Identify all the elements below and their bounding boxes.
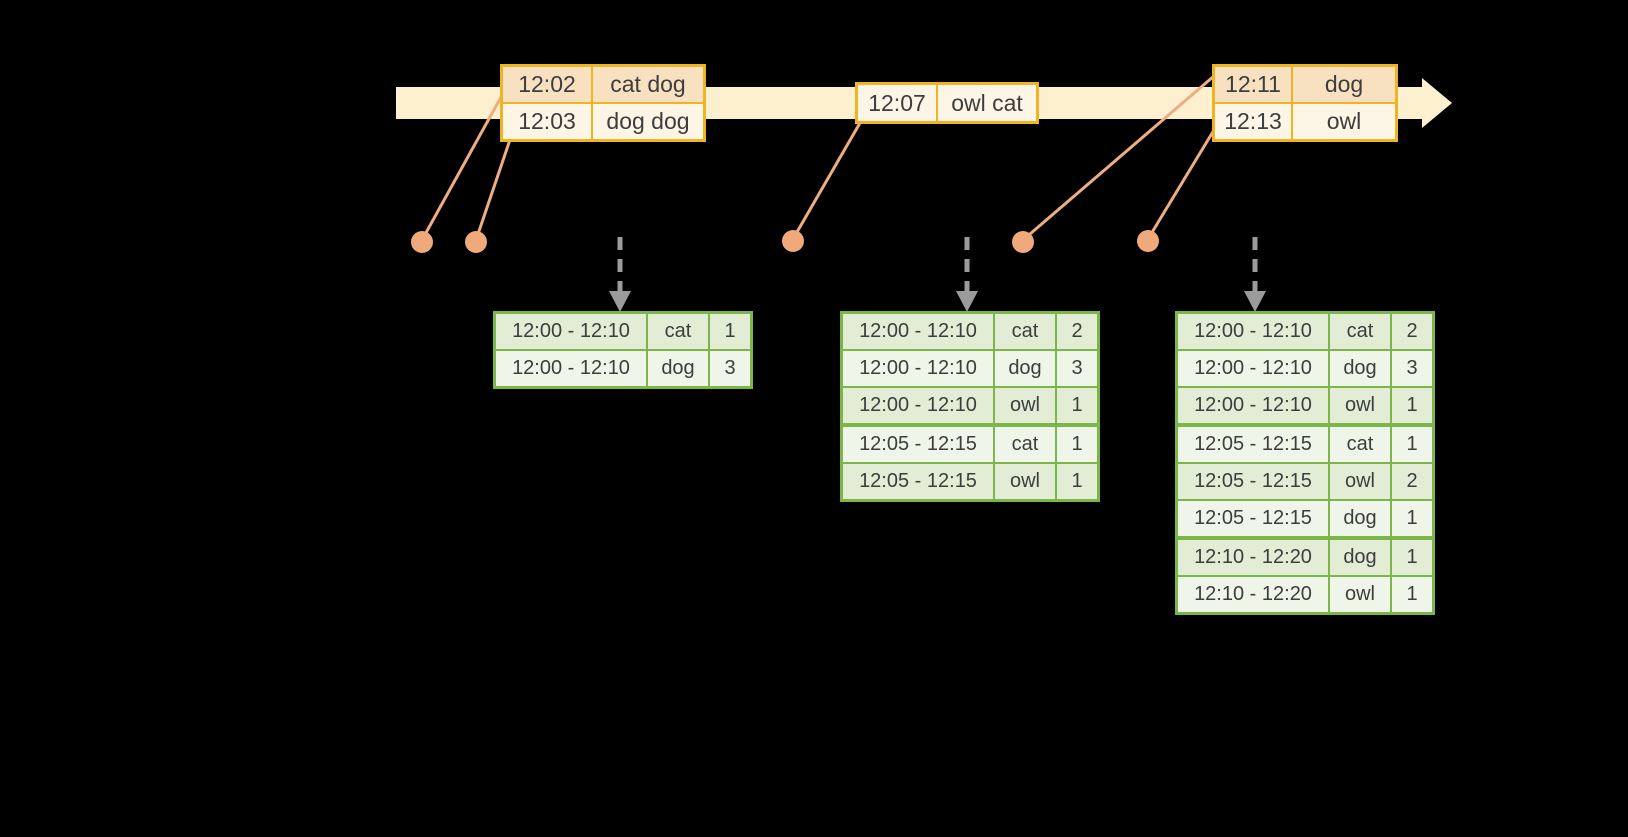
event-table-1: 12:02 cat dog 12:03 dog dog — [500, 64, 706, 142]
trigger-arrow-2-head-icon — [956, 291, 978, 312]
event-dot-4 — [1012, 231, 1034, 253]
window-cell: 12:10 - 12:20 — [1194, 583, 1312, 605]
event-row: 12:03 dog dog — [503, 102, 703, 139]
word-cell: cat — [646, 314, 708, 349]
word-cell: owl — [1328, 388, 1390, 423]
word-cell: owl — [993, 464, 1055, 499]
window-cell: 12:05 - 12:15 — [859, 433, 977, 455]
count-cell: 1 — [1390, 540, 1432, 575]
event-time-cell: 12:07 — [868, 90, 926, 116]
word-cell: owl — [993, 388, 1055, 423]
connector-line-3 — [791, 115, 866, 240]
count-cell: 1 — [1390, 501, 1432, 536]
connector-line-5 — [1146, 129, 1216, 240]
window-cell: 12:00 - 12:10 — [859, 394, 977, 416]
count-cell: 1 — [1390, 388, 1432, 423]
count-cell: 2 — [1055, 314, 1097, 349]
event-time-cell: 12:02 — [518, 71, 576, 97]
count-cell: 2 — [1390, 464, 1432, 499]
word-cell: owl — [1328, 464, 1390, 499]
window-cell: 12:05 - 12:15 — [859, 470, 977, 492]
trigger-arrow-1 — [609, 237, 631, 312]
count-cell: 2 — [1390, 314, 1432, 349]
event-dot-5 — [1137, 230, 1159, 252]
event-words-cell: cat dog — [591, 67, 703, 102]
window-cell: 12:00 - 12:10 — [1194, 357, 1312, 379]
word-cell: dog — [993, 351, 1055, 386]
event-words-cell: owl cat — [936, 85, 1036, 121]
event-time-cell: 12:03 — [518, 108, 576, 134]
word-cell: dog — [1328, 501, 1390, 536]
window-cell: 12:05 - 12:15 — [1194, 470, 1312, 492]
window-cell: 12:00 - 12:10 — [512, 320, 630, 342]
trigger-arrow-3-head-icon — [1244, 291, 1266, 312]
event-row: 12:11 dog — [1215, 67, 1395, 102]
count-cell: 3 — [1055, 351, 1097, 386]
word-cell: dog — [1328, 540, 1390, 575]
trigger-arrow-3 — [1244, 237, 1266, 312]
event-words-cell: dog dog — [591, 104, 703, 139]
trigger-arrow-1-head-icon — [609, 291, 631, 312]
event-dot-1 — [411, 231, 433, 253]
count-cell: 1 — [1390, 577, 1432, 612]
event-dot-2 — [465, 231, 487, 253]
word-cell: owl — [1328, 577, 1390, 612]
window-cell: 12:10 - 12:20 — [1194, 546, 1312, 568]
word-cell: dog — [646, 351, 708, 386]
word-cell: cat — [1328, 314, 1390, 349]
connector-line-1 — [420, 87, 508, 241]
count-cell: 1 — [1055, 427, 1097, 462]
event-row: 12:13 owl — [1215, 102, 1395, 139]
event-time-cell: 12:13 — [1224, 108, 1282, 134]
event-dot-3 — [782, 230, 804, 252]
window-cell: 12:05 - 12:15 — [1194, 433, 1312, 455]
count-cell: 3 — [708, 351, 750, 386]
window-cell: 12:00 - 12:10 — [1194, 394, 1312, 416]
word-cell: cat — [993, 427, 1055, 462]
event-row: 12:02 cat dog — [503, 67, 703, 102]
word-cell: dog — [1328, 351, 1390, 386]
window-cell: 12:00 - 12:10 — [1194, 320, 1312, 342]
count-cell: 1 — [1055, 464, 1097, 499]
event-words-cell: owl — [1291, 104, 1395, 139]
count-cell: 1 — [708, 314, 750, 349]
event-time-cell: 12:11 — [1225, 71, 1281, 97]
trigger-arrow-2 — [956, 237, 978, 312]
event-table-2: 12:07 owl cat — [855, 82, 1039, 124]
event-table-3: 12:11 dog 12:13 owl — [1212, 64, 1398, 142]
connector-line-4 — [1022, 74, 1215, 242]
event-words-cell: dog — [1291, 67, 1395, 102]
count-cell: 3 — [1390, 351, 1432, 386]
window-cell: 12:05 - 12:15 — [1194, 507, 1312, 529]
timeline-arrowhead-icon — [1422, 78, 1452, 128]
count-cell: 1 — [1390, 427, 1432, 462]
window-cell: 12:00 - 12:10 — [512, 357, 630, 379]
event-row: 12:07 owl cat — [858, 85, 1036, 121]
word-cell: cat — [1328, 427, 1390, 462]
window-cell: 12:00 - 12:10 — [859, 320, 977, 342]
count-cell: 1 — [1055, 388, 1097, 423]
word-cell: cat — [993, 314, 1055, 349]
window-cell: 12:00 - 12:10 — [859, 357, 977, 379]
